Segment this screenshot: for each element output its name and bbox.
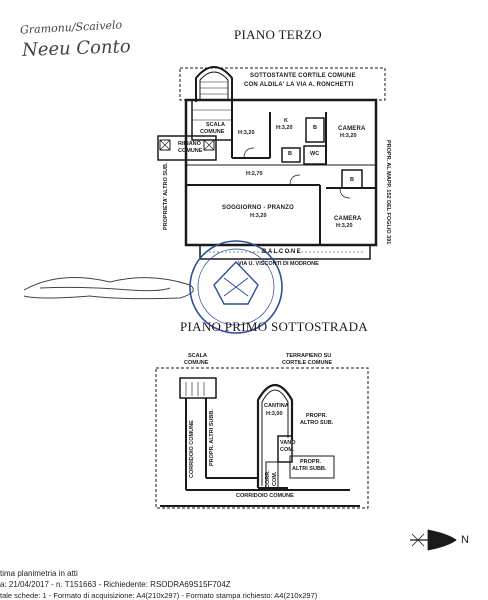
b-label-propr-altro-1: PROPR.	[306, 413, 328, 419]
room-height-2: H:3,20	[276, 125, 293, 131]
plan-top-note-1: SOTTOSTANTE CORTILE COMUNE	[250, 73, 356, 79]
b-room-label-cortile: CORTILE COMUNE	[282, 360, 333, 366]
room-height-6: H:3,20	[336, 223, 353, 229]
room-height-3: H:3,20	[340, 133, 357, 139]
plan-bottom-drawing	[155, 367, 369, 509]
street-label: VIA U. VISCONTI DI MODRONE	[238, 261, 319, 267]
footer-line-3: tale schede: 1 - Formato di acquisizione…	[0, 591, 318, 600]
b-room-height: H:3,00	[266, 411, 283, 417]
north-arrow	[410, 529, 457, 551]
b-label-propr-altro-2: ALTRO SUB.	[300, 420, 334, 426]
b-room-label-terrapieno: TERRAPIENO SU	[286, 353, 332, 359]
room-label-k: K	[284, 118, 288, 124]
room-label-balcone: BALCONE	[262, 249, 303, 255]
b-label-vano: VANO	[280, 440, 296, 446]
b-label-com: COM.	[280, 447, 295, 453]
north-label: N	[461, 534, 469, 546]
b-room-label-comune: COMUNE	[184, 360, 209, 366]
b-label-propr-altri-2: ALTRI SUBB.	[292, 466, 327, 472]
room-height-1: H:3,20	[238, 130, 255, 136]
footer-line-2: a: 21/04/2017 - n. T151663 - Richiedente…	[0, 580, 231, 589]
room-label-ripiano: RIPIANO	[178, 141, 201, 147]
footer-line-1: tima planimetria in atti	[0, 569, 78, 578]
official-stamp	[189, 240, 283, 334]
room-label-soggiorno: SOGGIORNO - PRANZO	[222, 205, 294, 211]
b-label-corr: CORR.	[265, 470, 271, 488]
room-label-wc: WC	[310, 151, 320, 157]
b-label-corridoio-left: CORRIDOIO COMUNE	[189, 420, 195, 478]
room-label-b3: B	[350, 177, 354, 183]
signature-strokes	[23, 277, 194, 300]
room-label-comune: COMUNE	[200, 129, 225, 135]
room-label-b2: B	[288, 151, 292, 157]
b-label-propr-subb: PROPR. ALTRI SUBB.	[209, 409, 215, 466]
room-label-camera2: CAMERA	[334, 216, 362, 222]
plan-bottom-title: PIANO PRIMO SOTTOSTRADA	[180, 319, 368, 334]
b-label-com2: COM.	[272, 471, 278, 486]
room-height-4: H:2,70	[246, 171, 263, 177]
room-height-5: H:3,20	[250, 213, 267, 219]
signature-line2: Neeu Conto	[21, 36, 131, 61]
room-label-b1: B	[313, 125, 317, 131]
b-label-propr-altri-1: PROPR.	[300, 459, 322, 465]
b-room-label-cantina: CANTINA	[264, 403, 289, 409]
b-label-corridoio-comune: CORRIDOIO COMUNE	[236, 493, 294, 499]
plan-top-note-2: CON ALDILA' LA VIA A. RONCHETTI	[244, 82, 354, 88]
plan-top-title: PIANO TERZO	[234, 27, 322, 42]
room-label-scala: SCALA	[206, 122, 225, 128]
room-label-comune2: COMUNE	[178, 148, 203, 154]
room-label-camera1: CAMERA	[338, 126, 366, 132]
left-side-label: PROPRIETA' ALTRO SUB.	[163, 162, 169, 230]
right-side-label: PROPR. AL MAPP. 152 DEL FOGLIO 391	[385, 140, 391, 245]
b-room-label-scala: SCALA	[188, 353, 207, 359]
plan-top-drawing	[157, 66, 386, 260]
